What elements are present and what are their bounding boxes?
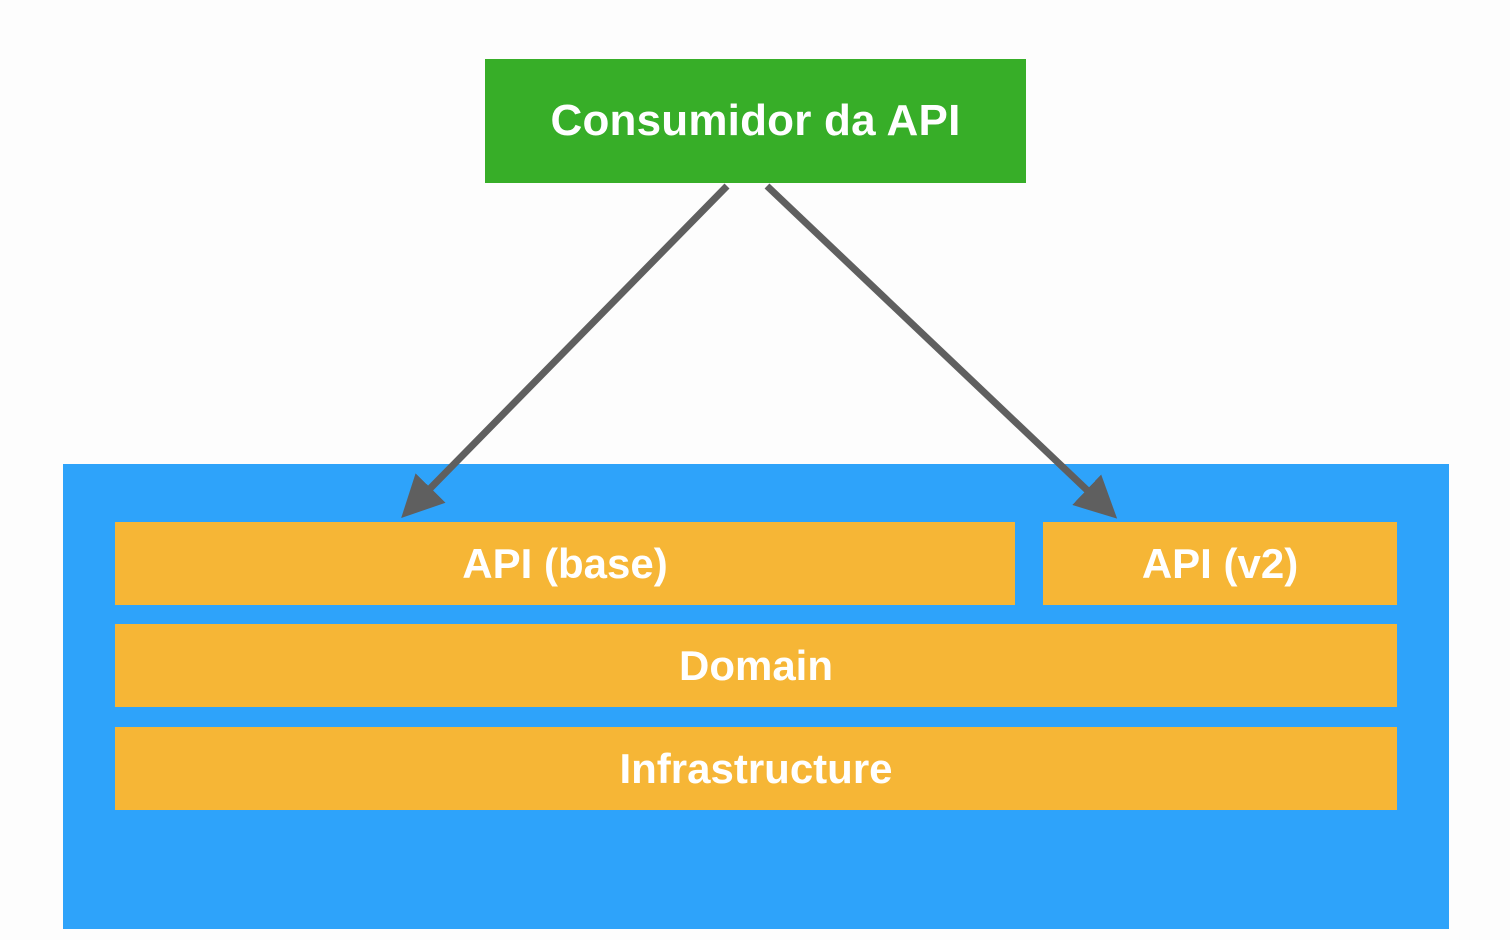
api-base-label: API (base) [462,539,668,587]
api-v2-label: API (v2) [1141,539,1299,587]
domain-label: Domain [678,641,833,689]
application-container: API (base) API (v2) Domain Infrastructur… [63,464,1449,929]
arrow-to-api-v2 [764,183,1118,519]
domain-layer: Domain [115,624,1397,707]
api-v2-layer: API (v2) [1043,522,1397,605]
infrastructure-label: Infrastructure [619,744,893,792]
api-base-layer: API (base) [115,522,1015,605]
api-consumer-label: Consumidor da API [550,96,961,145]
api-consumer-box: Consumidor da API [485,59,1026,183]
arrow-to-api-base [401,183,730,518]
infrastructure-layer: Infrastructure [115,727,1397,810]
